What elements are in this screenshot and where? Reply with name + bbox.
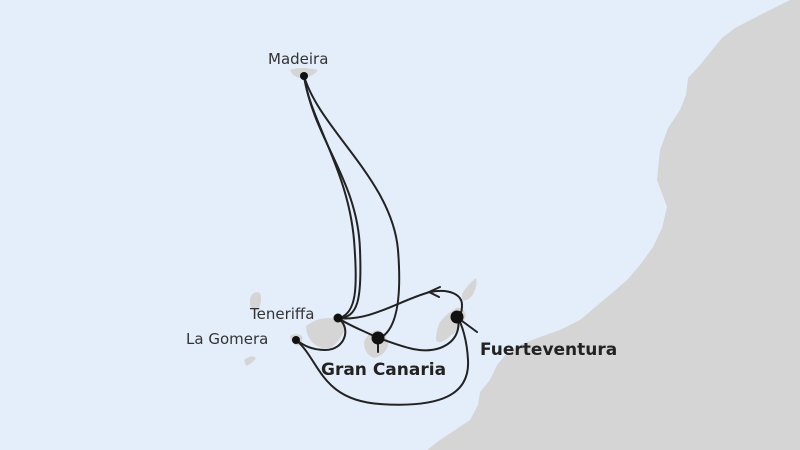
route-madeira-tenerife-2 <box>303 75 357 319</box>
africa-mainland <box>427 0 800 450</box>
route-lagomera-fuerteventura <box>295 317 470 406</box>
port-label-fuerteventura: Fuerteventura <box>480 340 618 360</box>
route-tenerife-lagomera <box>295 317 347 352</box>
port-marker-tenerife[interactable] <box>333 313 343 323</box>
port-marker-madeira[interactable] <box>300 72 308 80</box>
direction-arrow-icon <box>426 286 441 298</box>
port-label-tenerife: Teneriffa <box>250 305 315 323</box>
lanzarote-island <box>462 278 477 301</box>
port-marker-fuerteventura[interactable] <box>450 310 464 324</box>
port-marker-la-gomera[interactable] <box>292 336 300 344</box>
tenerife-island <box>306 318 346 349</box>
port-label-gran-canaria: Gran Canaria <box>321 360 447 380</box>
el-hierro-island <box>244 356 256 366</box>
port-label-la-gomera: La Gomera <box>186 330 269 348</box>
route-grancanaria-fuerteventura <box>377 317 460 352</box>
la-palma-island <box>250 292 262 311</box>
route-madeira-grancanaria <box>303 75 401 339</box>
port-label-madeira: Madeira <box>268 50 329 68</box>
port-marker-gran-canaria[interactable] <box>371 331 385 345</box>
